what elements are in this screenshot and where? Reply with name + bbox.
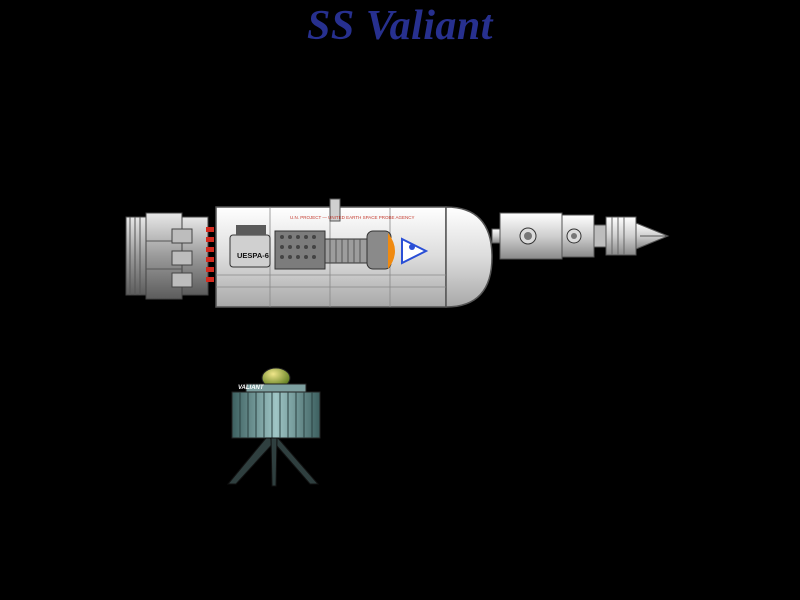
- lander-label: VALIANT: [238, 385, 265, 391]
- engine-cluster: [125, 212, 214, 300]
- lander-probe-illustration: VALIANT: [226, 367, 321, 487]
- lander-legs: [226, 437, 320, 487]
- page-title: SS Valiant: [307, 3, 493, 49]
- forward-probe: [491, 212, 670, 260]
- main-hull: U.N. PROJECT — UNITED EARTH SPACE PROBE …: [215, 198, 493, 308]
- hull-text-side: UESPA-6: [237, 251, 269, 260]
- ss-valiant-ship-illustration: U.N. PROJECT — UNITED EARTH SPACE PROBE …: [125, 198, 670, 308]
- hull-text-top: U.N. PROJECT — UNITED EARTH SPACE PROBE …: [290, 215, 415, 220]
- lander-body: VALIANT: [231, 385, 321, 439]
